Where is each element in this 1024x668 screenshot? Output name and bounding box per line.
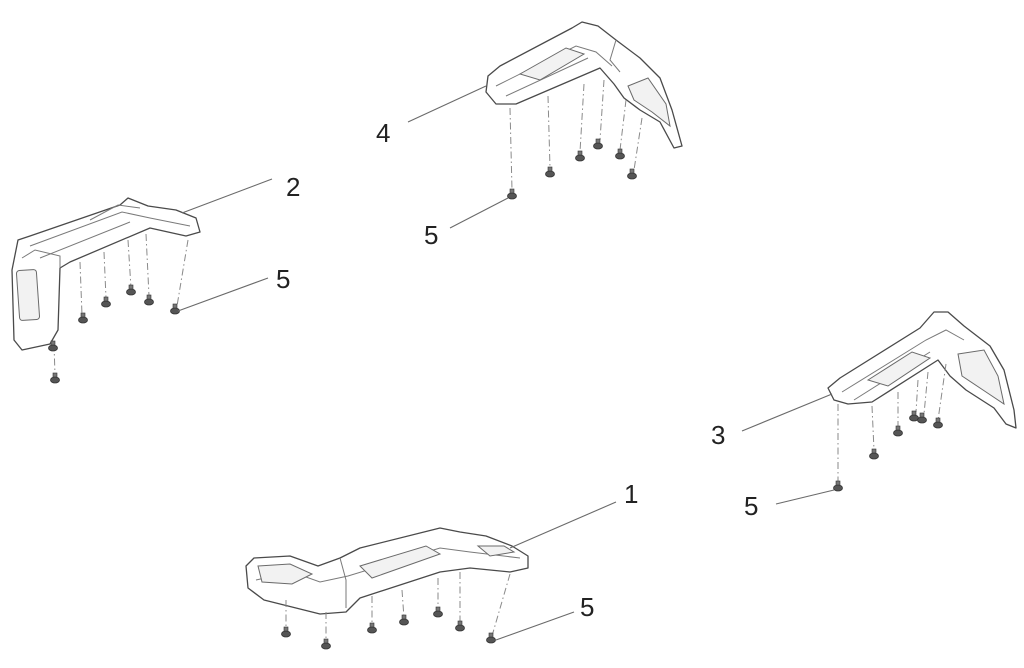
part-3-fastener-axes xyxy=(837,363,947,482)
part-2-fasteners xyxy=(48,284,180,384)
callout-part-2: 2 xyxy=(286,172,300,202)
leader-part-2-fastener xyxy=(177,277,269,312)
part-4-rear-fender xyxy=(485,21,683,149)
part-4-fastener-axes xyxy=(509,79,643,191)
part-1-fastener-axes xyxy=(285,572,511,640)
callout-part-4-fastener: 5 xyxy=(424,220,438,250)
part-1-fasteners xyxy=(281,606,496,650)
leader-part-4 xyxy=(407,85,487,123)
callout-part-3: 3 xyxy=(711,420,725,450)
callout-part-1: 1 xyxy=(624,479,638,509)
part-4-fasteners xyxy=(507,138,637,200)
leader-lines xyxy=(177,85,835,641)
callout-labels: 2 5 4 5 3 5 1 5 xyxy=(276,118,758,622)
callout-part-3-fastener: 5 xyxy=(744,491,758,521)
leader-part-1-fastener xyxy=(495,611,575,641)
callout-part-4: 4 xyxy=(376,118,390,148)
leader-part-4-fastener xyxy=(449,197,509,229)
callout-part-1-fastener: 5 xyxy=(580,592,594,622)
leader-part-3-fastener xyxy=(775,489,835,505)
leader-part-3 xyxy=(741,393,833,432)
part-2-left-fender xyxy=(11,197,201,351)
callout-part-2-fastener: 5 xyxy=(276,264,290,294)
part-3-fasteners xyxy=(833,410,943,492)
part-3-right-fender xyxy=(827,311,1017,429)
part-1-footrest xyxy=(245,527,529,615)
leader-part-1 xyxy=(509,501,617,549)
leader-part-2 xyxy=(181,178,273,214)
